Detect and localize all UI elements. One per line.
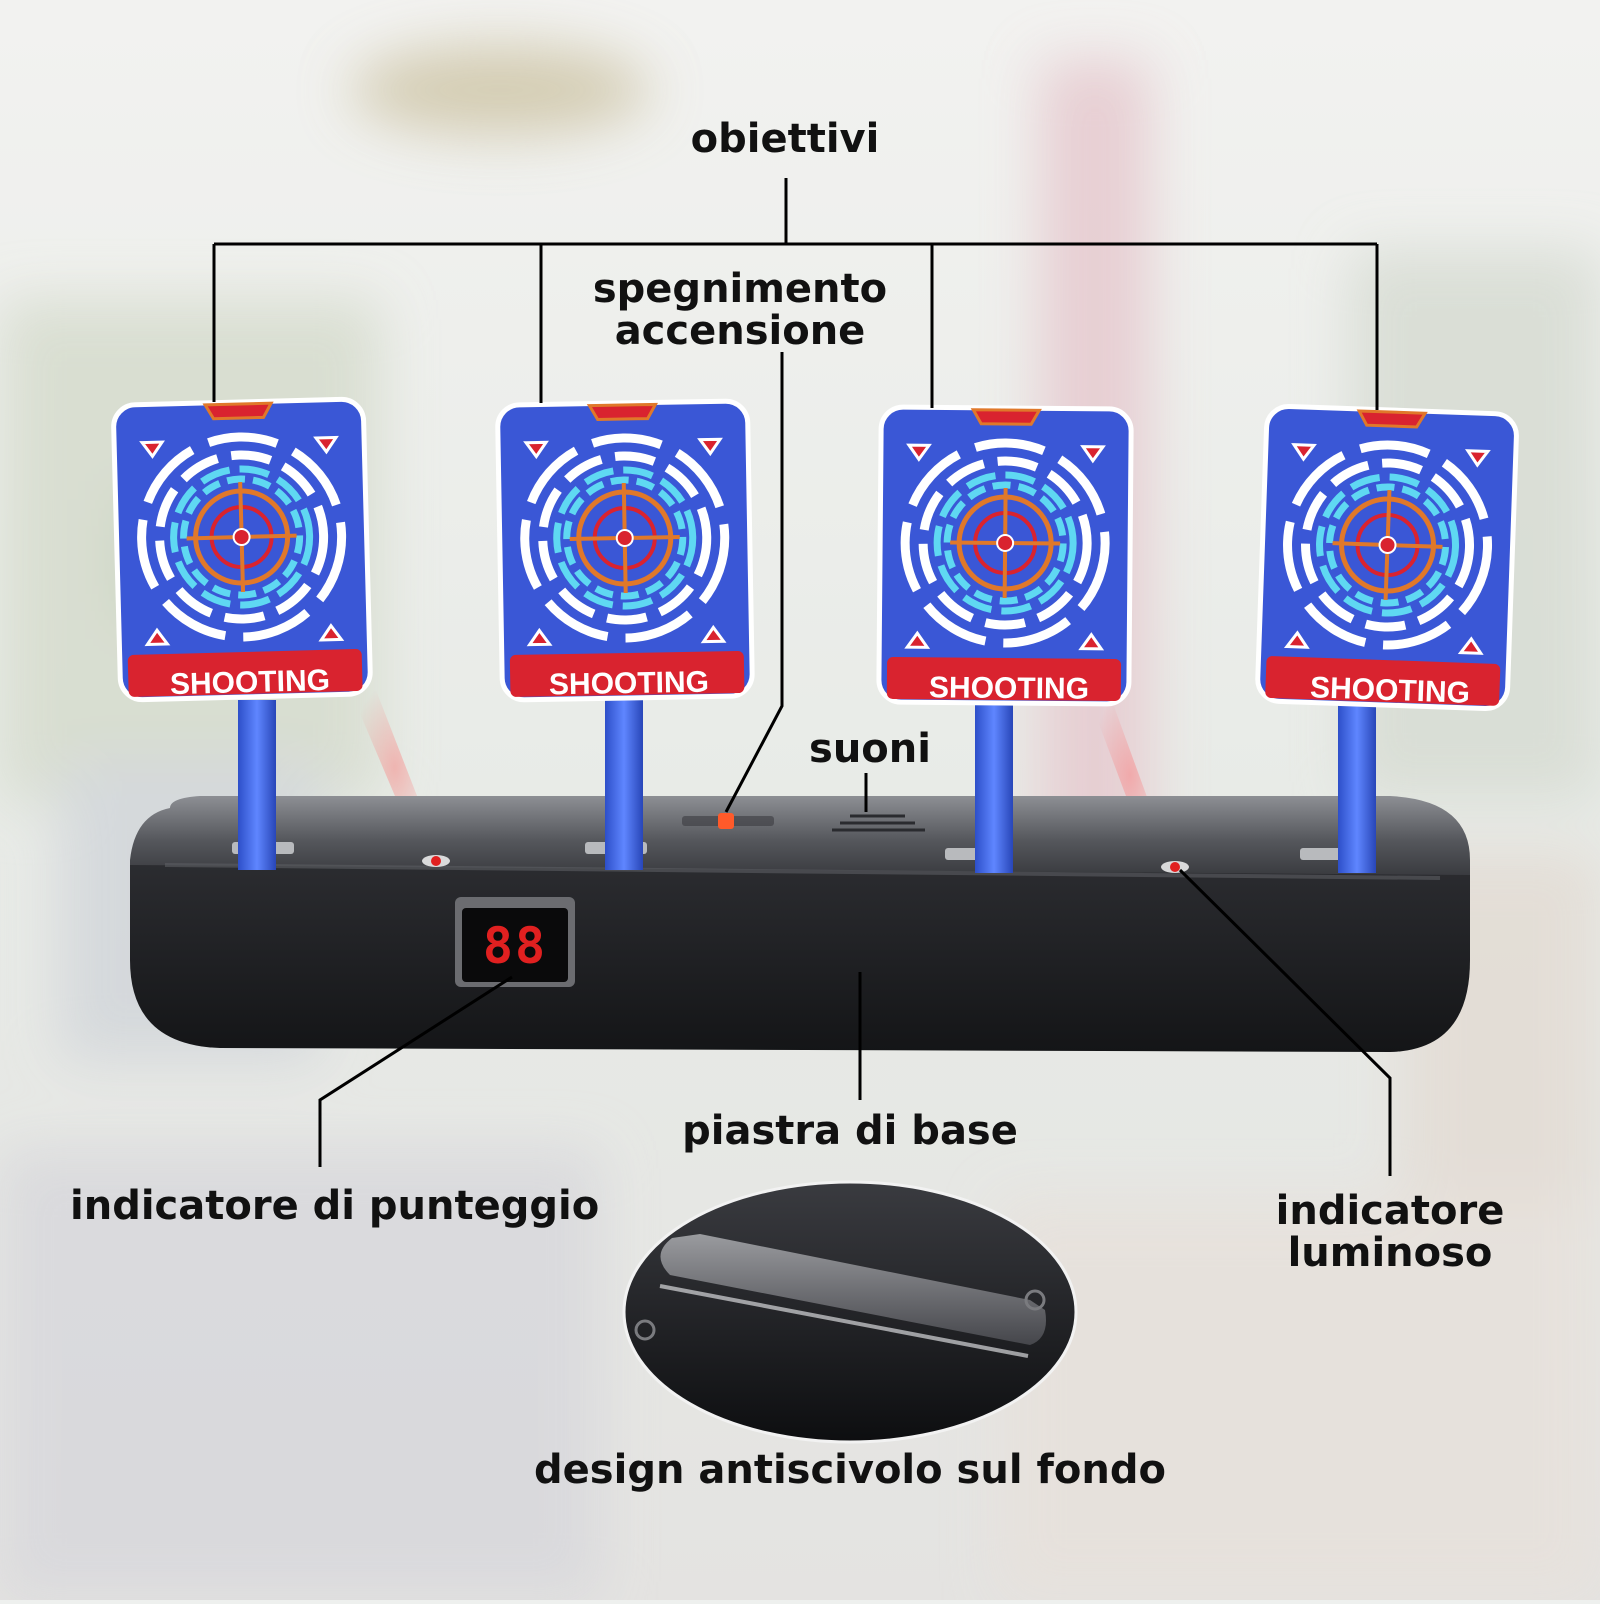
label-light-indicator: indicatore luminoso	[1250, 1190, 1530, 1274]
target-3	[879, 407, 1132, 704]
non-slip-bottom-inset	[622, 1180, 1078, 1444]
label-score-indicator: indicatore di punteggio	[70, 1183, 600, 1229]
label-light-line1: indicatore	[1275, 1188, 1505, 1234]
target-1	[113, 399, 371, 700]
target-2	[497, 401, 752, 700]
target-4	[1257, 406, 1517, 710]
label-non-slip: design antiscivolo sul fondo	[534, 1447, 1166, 1493]
power-switch	[682, 813, 774, 829]
label-power-line1: spegnimento	[592, 266, 888, 312]
label-base-plate: piastra di base	[682, 1108, 1018, 1154]
target-posts	[238, 700, 1376, 873]
score-display-housing	[455, 897, 575, 987]
target-3-caption: SHOOTING	[928, 671, 1090, 706]
callout-lines	[212, 178, 1392, 1176]
score-readout: 88	[482, 917, 548, 975]
label-targets: obiettivi	[690, 116, 880, 162]
speaker-grille	[832, 814, 925, 832]
label-power-line2: accensione	[614, 308, 866, 354]
label-power: spegnimento accensione	[560, 268, 920, 352]
target-2-caption: SHOOTING	[548, 665, 710, 702]
target-1-caption: SHOOTING	[169, 663, 331, 702]
target-4-caption: SHOOTING	[1309, 671, 1471, 710]
label-sounds: suoni	[809, 726, 931, 772]
label-light-line2: luminoso	[1287, 1230, 1493, 1276]
base-plate	[130, 796, 1470, 1052]
